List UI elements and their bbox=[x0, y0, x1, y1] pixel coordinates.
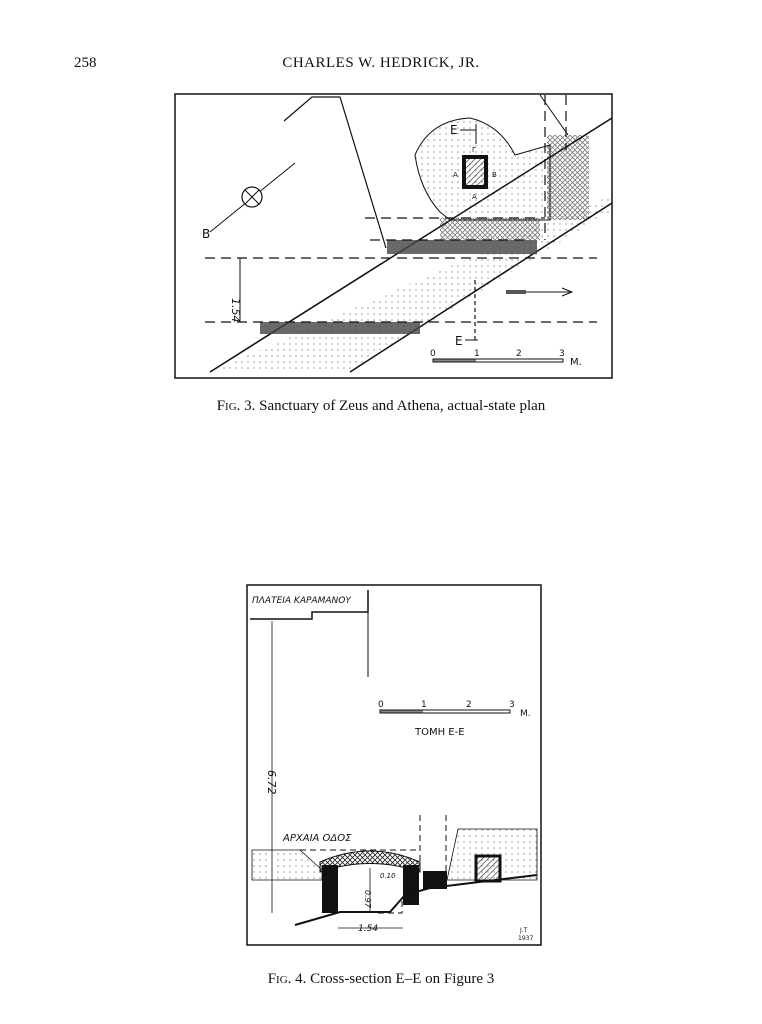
altar bbox=[462, 155, 488, 189]
caption-prefix: Fig. 4. bbox=[267, 971, 307, 987]
square-outline bbox=[250, 590, 369, 620]
figure-4-caption: Fig. 4. Cross-section E–E on Figure 3 bbox=[0, 971, 762, 988]
block bbox=[423, 871, 447, 889]
caption-prefix: Fig. 3. bbox=[216, 398, 256, 414]
running-head: CHARLES W. HEDRICK, JR. bbox=[282, 55, 480, 71]
section-e-bottom: E bbox=[455, 334, 463, 348]
direction-arrow bbox=[506, 290, 526, 294]
initials: J.T bbox=[519, 927, 528, 934]
figure-4-frame bbox=[246, 584, 542, 946]
pier-right bbox=[403, 865, 419, 905]
fill-left bbox=[251, 849, 323, 881]
ground-line bbox=[294, 874, 538, 926]
page-number: 258 bbox=[74, 55, 97, 71]
label-b-right: Β bbox=[492, 171, 497, 179]
scale-unit: M. bbox=[570, 357, 582, 368]
label-a-bottom: Α bbox=[472, 193, 477, 201]
section-e-top: E bbox=[450, 123, 458, 137]
altar-section bbox=[474, 854, 502, 883]
pier-left bbox=[322, 865, 338, 913]
scale-2: 2 bbox=[466, 700, 472, 710]
dashed-lines bbox=[300, 815, 447, 914]
road-surface-lower bbox=[210, 195, 612, 372]
scale-1: 1 bbox=[421, 700, 427, 710]
slab-label: 0.10 bbox=[380, 872, 396, 880]
section-dashed-lines bbox=[205, 95, 597, 340]
building-outline bbox=[283, 96, 387, 249]
scale-0: 0 bbox=[430, 349, 436, 359]
height-label: 6.72 bbox=[265, 770, 278, 795]
scale-3: 3 bbox=[559, 349, 565, 359]
scale-unit: M. bbox=[520, 709, 531, 719]
width-label: 1.54 bbox=[229, 298, 242, 323]
figure-4-scale-bar: 0 1 2 3 M. bbox=[378, 700, 531, 719]
caption-text: Sanctuary of Zeus and Athena, actual-sta… bbox=[255, 398, 546, 414]
stone-foundation bbox=[440, 218, 540, 240]
figure-3-caption: Fig. 3. Sanctuary of Zeus and Athena, ac… bbox=[0, 398, 762, 415]
road-edge-lower bbox=[349, 202, 613, 373]
label-a-left: Α bbox=[453, 171, 458, 179]
wall-hatched bbox=[547, 135, 589, 220]
figure-3-scale-bar: 0 1 2 3 M. bbox=[430, 349, 582, 368]
scale-1: 1 bbox=[474, 349, 480, 359]
year: 1937 bbox=[518, 935, 533, 942]
lower-curb-stones bbox=[260, 322, 420, 334]
figure-4-section: ΠΛΑΤΕΙΑ ΚΑΡΑΜΑΝΟΥ 6.72 0 1 2 3 M. ΤΟΜΗ Ε… bbox=[246, 584, 542, 946]
label-gamma: Γ bbox=[472, 146, 476, 154]
width-label: 1.54 bbox=[358, 924, 378, 934]
scale-3: 3 bbox=[509, 700, 515, 710]
upper-curb-stones bbox=[387, 240, 537, 254]
square-label: ΠΛΑΤΕΙΑ ΚΑΡΑΜΑΝΟΥ bbox=[252, 596, 352, 606]
inner-height-label: 0.97 bbox=[363, 890, 372, 909]
figure-3-plan: 1.54 Β E Γ Α Β Α E 0 1 2 3 M. bbox=[174, 93, 613, 379]
north-label: Β bbox=[202, 227, 210, 241]
scale-0: 0 bbox=[378, 700, 384, 710]
road-label: ΑΡΧΑΙΑ ΟΔΟΣ bbox=[282, 833, 352, 844]
section-title: ΤΟΜΗ Ε-Ε bbox=[414, 727, 465, 738]
scale-2: 2 bbox=[516, 349, 522, 359]
vault-slab bbox=[319, 850, 421, 873]
figure-3-frame bbox=[174, 93, 613, 379]
caption-text: Cross-section E–E on Figure 3 bbox=[306, 971, 495, 987]
